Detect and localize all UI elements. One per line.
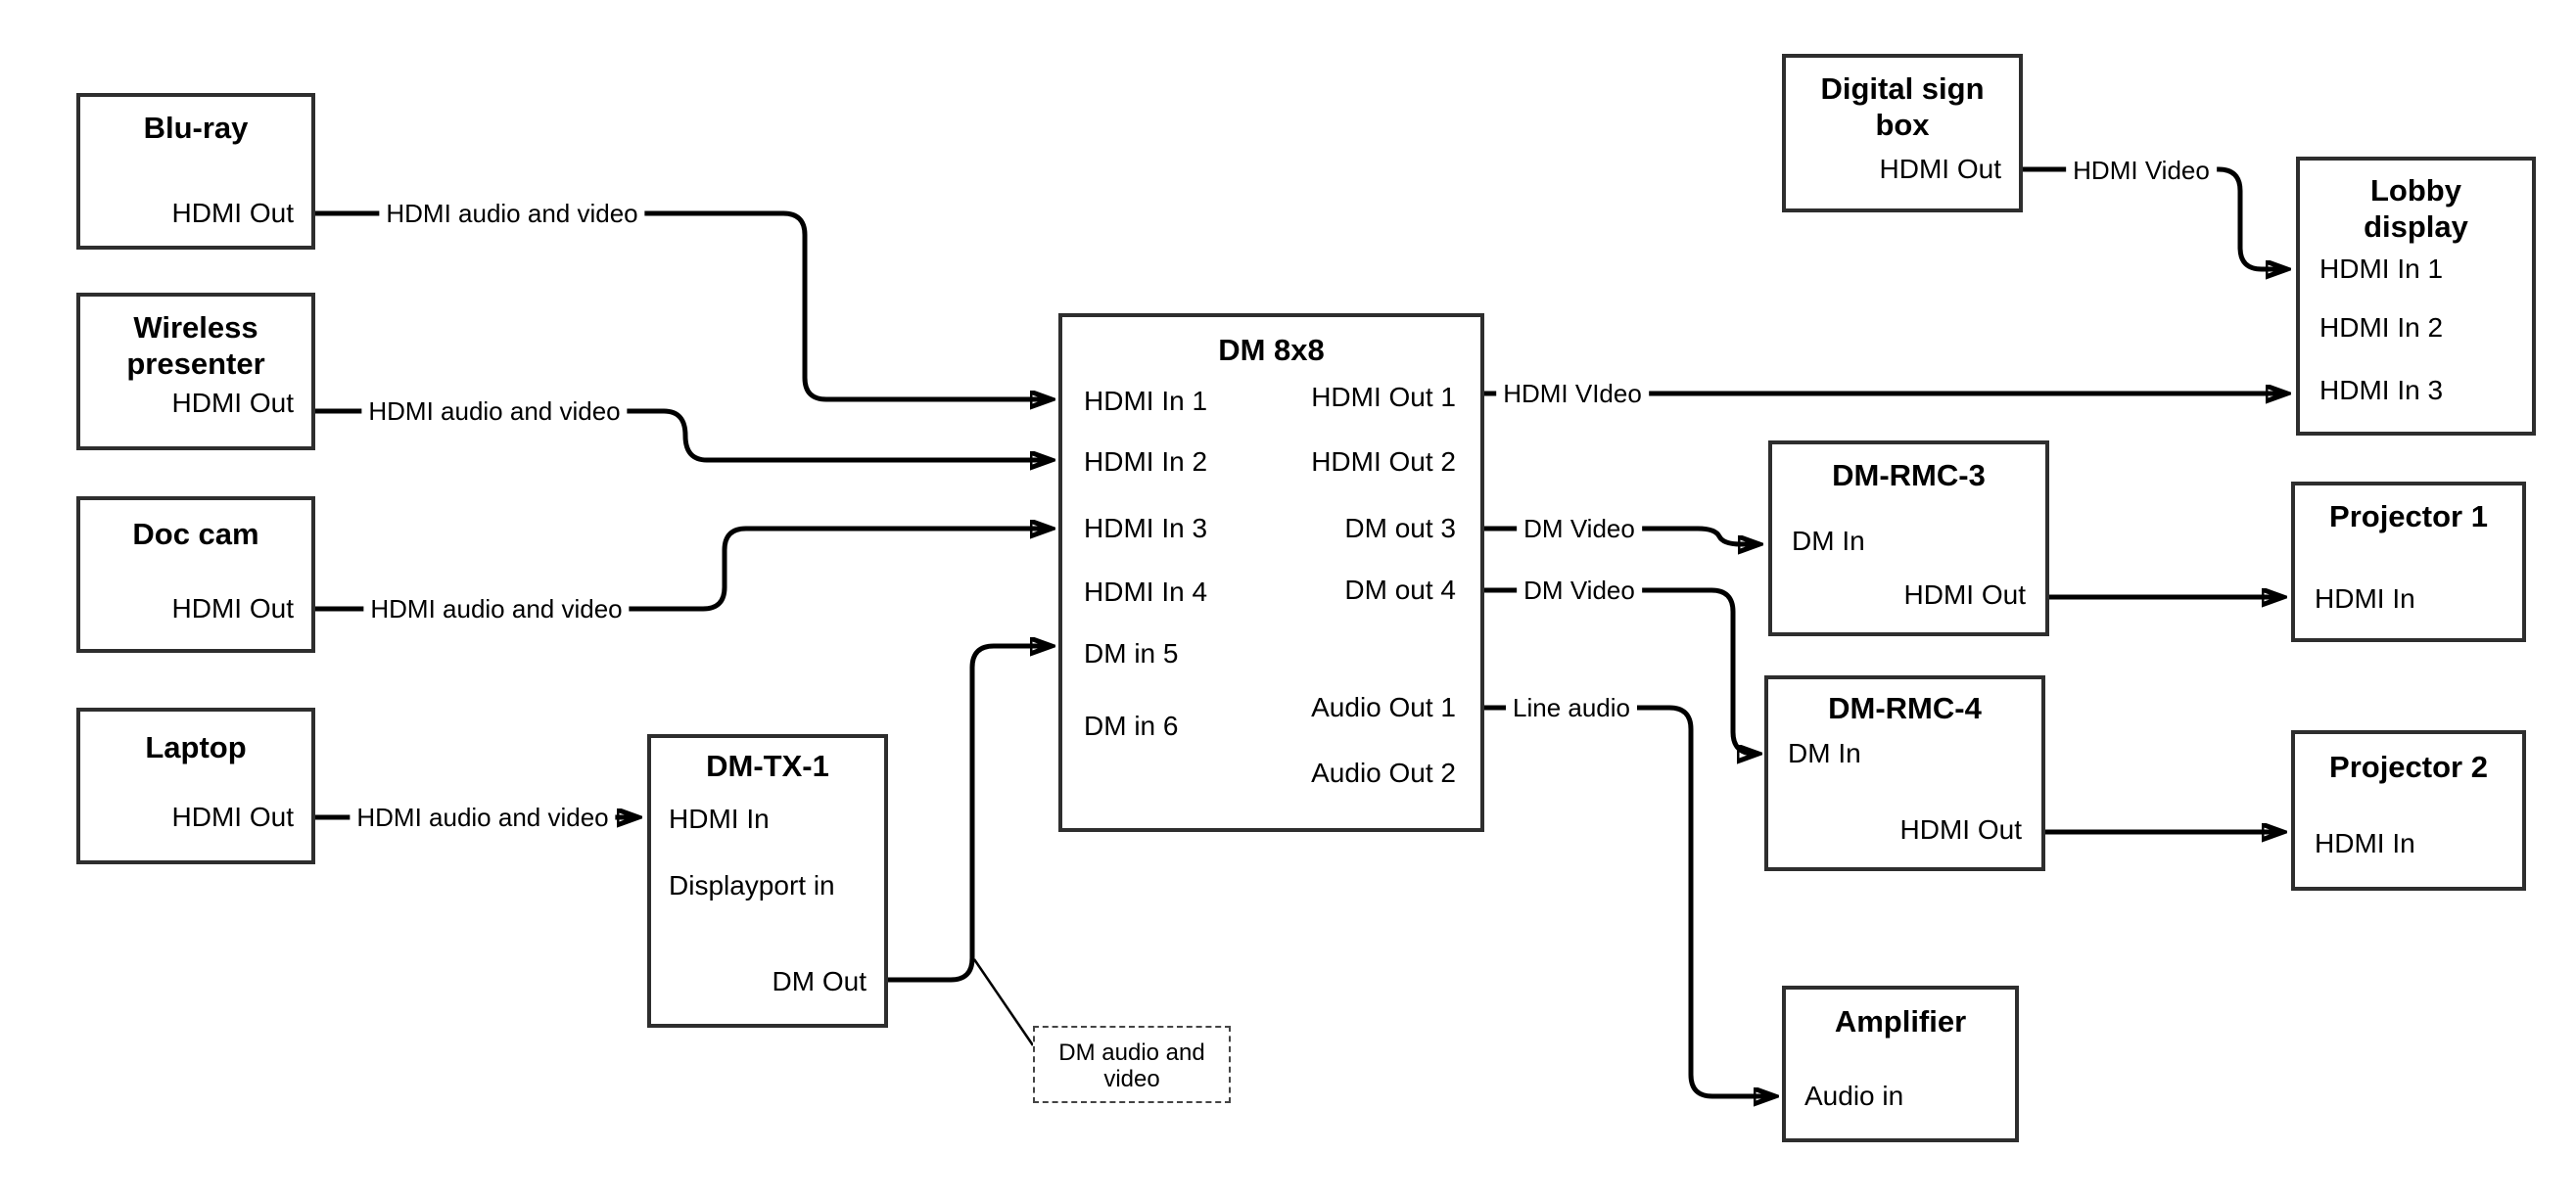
wire-label-dm-video-out3: DM Video	[1517, 514, 1642, 543]
lobby-display-port-hdmi-in-3: HDMI In 3	[2319, 375, 2444, 405]
dm-tx-1-box	[647, 734, 888, 1028]
projector-1-box	[2291, 482, 2526, 642]
wire-label-line-audio: Line audio	[1506, 693, 1637, 722]
dm-8x8-input-hdmi-in-1: HDMI In 1	[1084, 386, 1208, 416]
dm-rmc-3-box	[1768, 440, 2049, 636]
dm-tx-1-title: DM-TX-1	[706, 749, 829, 783]
wireless-presenter-port-hdmi-out: HDMI Out	[171, 388, 294, 418]
wire-digitalsign-to-lobby-in1	[2023, 166, 2285, 269]
dm-rmc-3-title: DM-RMC-3	[1832, 458, 1986, 492]
projector-2-box	[2291, 730, 2526, 891]
dm-8x8-input-dm-in-5: DM in 5	[1084, 638, 1179, 669]
dm-8x8-output-hdmi-out-2: HDMI Out 2	[1311, 446, 1456, 477]
wire-dm8x8-out3-to-rmc3	[1482, 526, 1757, 544]
dm-tx-1-port-hdmi-in: HDMI In	[669, 804, 770, 834]
digital-sign-box-port-hdmi-out: HDMI Out	[1879, 154, 2001, 184]
doc-cam-port-hdmi-out: HDMI Out	[171, 593, 294, 624]
lobby-display-port-hdmi-in-1: HDMI In 1	[2319, 254, 2444, 284]
projector-2-port-hdmi-in: HDMI In	[2315, 828, 2415, 858]
wire-label-hdmi-video-out1: HDMI VIdeo	[1496, 379, 1649, 408]
doc-cam-title: Doc cam	[132, 517, 259, 551]
blu-ray-box	[76, 93, 315, 250]
wire-label-dm-video-out4: DM Video	[1517, 576, 1642, 605]
wire-label-hdmi-video-sign: HDMI Video	[2066, 156, 2217, 185]
projector-1-port-hdmi-in: HDMI In	[2315, 583, 2415, 614]
laptop-box	[76, 708, 315, 864]
dm-8x8-input-dm-in-6: DM in 6	[1084, 711, 1179, 741]
blu-ray-port-hdmi-out: HDMI Out	[171, 198, 294, 228]
dm-rmc-4-port-hdmi-out: HDMI Out	[1899, 814, 2022, 845]
projector-2-title: Projector 2	[2329, 750, 2488, 784]
doc-cam-box	[76, 496, 315, 653]
wire-dmtx1-to-dm8x8-in5	[888, 646, 1050, 983]
dm-audio-video-callout: DM audio and video	[1033, 1026, 1231, 1103]
dm-tx-1-port-displayport-in: Displayport in	[669, 870, 835, 901]
dm-8x8-output-hdmi-out-1: HDMI Out 1	[1311, 382, 1456, 412]
dm-8x8-input-hdmi-in-3: HDMI In 3	[1084, 513, 1208, 543]
dm-rmc-4-title: DM-RMC-4	[1828, 691, 1982, 725]
wire-label-wireless: HDMI audio and video	[361, 396, 628, 426]
wire-label-doccam: HDMI audio and video	[363, 594, 630, 624]
dm-audio-video-callout-text: DM audio and video	[1058, 1039, 1205, 1092]
callout-leader-line	[972, 958, 1035, 1046]
digital-sign-box	[1782, 54, 2023, 212]
wireless-presenter-box	[76, 293, 315, 450]
digital-sign-box-title: Digital sign box	[1820, 71, 1985, 142]
wireless-presenter-title: Wireless presenter	[126, 310, 265, 381]
dm-tx-1-port-dm-out: DM Out	[772, 966, 866, 996]
wire-label-laptop: HDMI audio and video	[350, 803, 616, 832]
dm-8x8-input-hdmi-in-4: HDMI In 4	[1084, 577, 1208, 607]
lobby-display-port-hdmi-in-2: HDMI In 2	[2319, 312, 2444, 343]
wire-bluray-to-dm8x8-in1	[315, 210, 1050, 399]
dm-8x8-input-hdmi-in-2: HDMI In 2	[1084, 446, 1208, 477]
laptop-port-hdmi-out: HDMI Out	[171, 802, 294, 832]
wire-dm8x8-out4-to-rmc4	[1482, 587, 1756, 754]
dm-rmc-3-port-dm-in: DM In	[1792, 526, 1865, 556]
dm-8x8-output-dm-out-3: DM out 3	[1344, 513, 1456, 543]
wire-label-bluray: HDMI audio and video	[379, 199, 645, 228]
dm-8x8-box	[1058, 313, 1484, 832]
dm-rmc-4-port-dm-in: DM In	[1788, 738, 1861, 768]
lobby-display-title: Lobby display	[2364, 173, 2468, 244]
blu-ray-title: Blu-ray	[143, 111, 249, 145]
dm-8x8-output-dm-out-4: DM out 4	[1344, 575, 1456, 605]
dm-rmc-4-box	[1764, 675, 2045, 871]
wire-doccam-to-dm8x8-in3	[315, 529, 1050, 612]
dm-8x8-title: DM 8x8	[1218, 333, 1325, 367]
wire-dm8x8-audio1-to-amplifier	[1482, 705, 1773, 1096]
wire-wireless-to-dm8x8-in2	[315, 408, 1050, 460]
lobby-display-box	[2296, 157, 2536, 436]
laptop-title: Laptop	[145, 730, 247, 764]
amplifier-box	[1782, 986, 2019, 1142]
amplifier-title: Amplifier	[1834, 1004, 1967, 1039]
dm-8x8-output-audio-out-1: Audio Out 1	[1311, 692, 1456, 722]
dm-rmc-3-port-hdmi-out: HDMI Out	[1903, 579, 2026, 610]
dm-8x8-output-audio-out-2: Audio Out 2	[1311, 758, 1456, 788]
amplifier-port-audio-in: Audio in	[1804, 1081, 1904, 1111]
projector-1-title: Projector 1	[2329, 499, 2488, 533]
